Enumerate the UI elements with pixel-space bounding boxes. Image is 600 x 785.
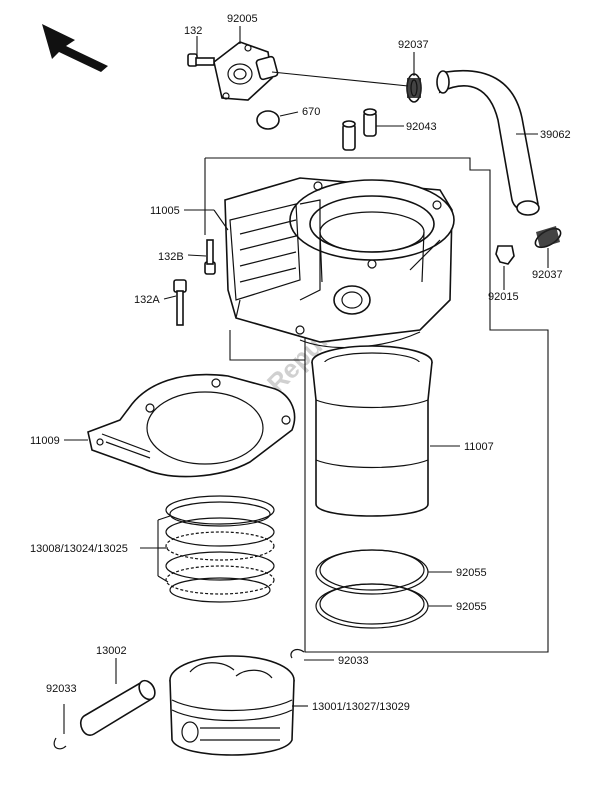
o-ring-670 [256, 110, 280, 130]
dowel-pins-92043 [342, 108, 377, 151]
label-11007: 11007 [464, 441, 494, 453]
cylinder-block-11005 [224, 177, 455, 349]
o-rings-92055 [315, 549, 429, 629]
label-11009: 11009 [30, 435, 60, 447]
bolt-132A [173, 279, 187, 326]
circlip-right [290, 648, 305, 659]
label-13008-13024-13025: 13008/13024/13025 [30, 543, 128, 555]
cylinder-gasket-11009 [87, 373, 296, 478]
label-92015: 92015 [488, 291, 519, 303]
water-hose-39062 [436, 69, 540, 216]
label-11005: 11005 [150, 205, 180, 217]
label-13002: 13002 [96, 645, 127, 657]
front-direction-arrow-icon [42, 24, 108, 72]
leader-lines [63, 26, 549, 734]
label-92043: 92043 [406, 121, 437, 133]
label-670: 670 [302, 106, 320, 118]
label-92033-left: 92033 [46, 683, 77, 695]
circlip-left [53, 737, 67, 750]
bolt-132 [187, 53, 215, 67]
water-outlet-fitting [213, 41, 279, 101]
piston-pin-13002 [79, 679, 156, 736]
hose-clamp-right [534, 226, 562, 249]
label-39062: 39062 [540, 129, 571, 141]
piston-13001 [169, 655, 295, 756]
reference-frame-lines [204, 157, 549, 653]
label-92033-right: 92033 [338, 655, 369, 667]
label-92005: 92005 [227, 13, 258, 25]
bolt-92015 [495, 245, 515, 265]
label-132B: 132B [158, 251, 184, 263]
bolt-132B [204, 239, 216, 275]
hose-clamp-top [406, 73, 422, 103]
label-92037-top: 92037 [398, 39, 429, 51]
label-132A: 132A [134, 294, 160, 306]
label-92037-right: 92037 [532, 269, 563, 281]
label-92055-b: 92055 [456, 601, 487, 613]
label-92055-a: 92055 [456, 567, 487, 579]
piston-rings [165, 495, 275, 603]
cylinder-liner-11007 [311, 345, 433, 517]
label-132: 132 [184, 25, 202, 37]
label-13001-13027-13029: 13001/13027/13029 [312, 701, 410, 713]
part-labels: 132 92005 92037 670 92043 39062 11005 13… [30, 13, 571, 713]
